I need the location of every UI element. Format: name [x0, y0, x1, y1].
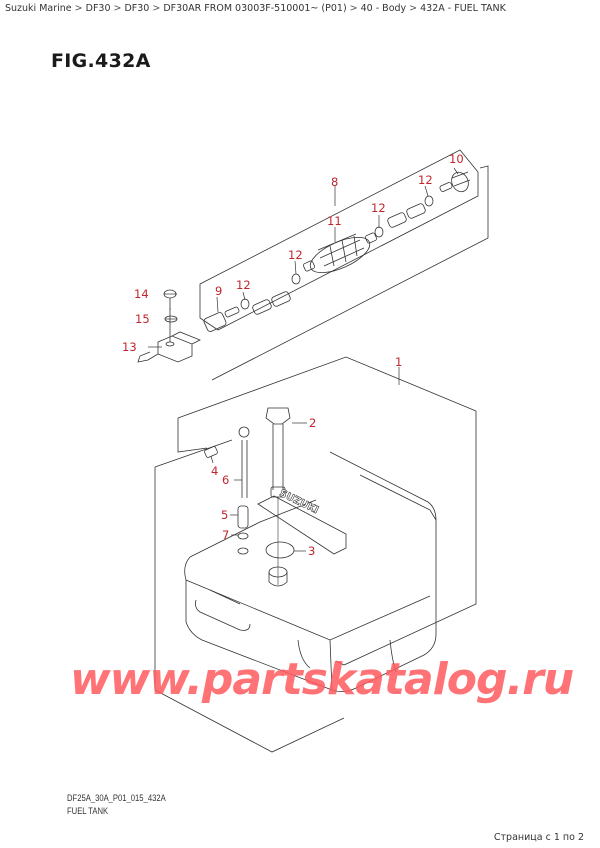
callout-7[interactable]: 7 — [222, 528, 229, 542]
callout-10[interactable]: 10 — [449, 152, 464, 166]
tank-logo-panel — [257, 495, 347, 555]
breadcrumb-item-df30-model[interactable]: DF30 — [124, 3, 150, 14]
breadcrumb-separator: > — [74, 3, 83, 14]
tank-group-outline — [177, 356, 477, 666]
tank-side-connector — [203, 306, 240, 332]
breadcrumb-item-body[interactable]: 40 - Body — [360, 3, 407, 14]
breadcrumb-item-df30[interactable]: DF30 — [85, 3, 111, 14]
breadcrumb-separator: > — [409, 3, 418, 14]
breadcrumb-separator: > — [113, 3, 122, 14]
callout-15[interactable]: 15 — [135, 312, 150, 326]
fuel-tank-body — [184, 451, 437, 692]
callout-14[interactable]: 14 — [134, 287, 149, 301]
pickup-tube — [238, 426, 250, 498]
breadcrumb-separator: > — [152, 3, 161, 14]
breadcrumb: Suzuki Marine>DF30>DF30>DF30AR FROM 0300… — [5, 3, 506, 14]
o-ring — [237, 532, 249, 540]
callout-11[interactable]: 11 — [327, 214, 342, 228]
fuel-line-group-outline — [199, 149, 479, 331]
watermark: www.partskatalog.ru — [70, 654, 574, 705]
filler-neck — [268, 566, 288, 587]
tank-outlet — [237, 547, 249, 555]
callout-5[interactable]: 5 — [221, 508, 228, 522]
callout-1[interactable]: 1 — [395, 355, 402, 369]
breadcrumb-separator: > — [349, 3, 358, 14]
callout-2[interactable]: 2 — [309, 416, 316, 430]
figure-code: DF25A_30A_P01_015_432A — [67, 793, 166, 803]
callout-3[interactable]: 3 — [308, 544, 315, 558]
callout-6[interactable]: 6 — [222, 473, 229, 487]
gasket — [265, 541, 295, 559]
hose-segments — [252, 203, 426, 315]
figure-caption: FUEL TANK — [67, 806, 109, 816]
callout-12-c[interactable]: 12 — [288, 248, 303, 262]
callout-9[interactable]: 9 — [215, 284, 222, 298]
callout-numbers: 1 2 3 4 5 6 7 8 9 10 11 12 12 12 12 13 1… — [122, 152, 464, 558]
breadcrumb-item-df30ar[interactable]: DF30AR FROM 03003F-510001~ (P01) — [163, 3, 347, 14]
page-indicator: Страница с 1 по 2 — [493, 832, 584, 843]
engine-side-connector — [439, 171, 471, 193]
breadcrumb-item-suzuki-marine[interactable]: Suzuki Marine — [5, 3, 72, 14]
fuel-fitting-bracket — [137, 308, 201, 363]
callout-13[interactable]: 13 — [122, 340, 137, 354]
fuel-gauge — [265, 407, 291, 585]
breadcrumb-item-current: 432A - FUEL TANK — [420, 3, 506, 14]
callout-12-b[interactable]: 12 — [371, 201, 386, 215]
figure-title: FIG.432A — [51, 50, 151, 72]
callout-4[interactable]: 4 — [211, 464, 218, 478]
callout-leaders — [148, 167, 459, 552]
callout-12-d[interactable]: 12 — [236, 278, 251, 292]
callout-8[interactable]: 8 — [331, 175, 338, 189]
fuel-filter — [237, 505, 249, 529]
air-vent — [204, 446, 218, 458]
callout-12-a[interactable]: 12 — [418, 173, 433, 187]
bolt — [163, 289, 177, 310]
tank-logo-text: SUZUKI — [277, 488, 320, 516]
primer-bulb — [303, 232, 377, 274]
